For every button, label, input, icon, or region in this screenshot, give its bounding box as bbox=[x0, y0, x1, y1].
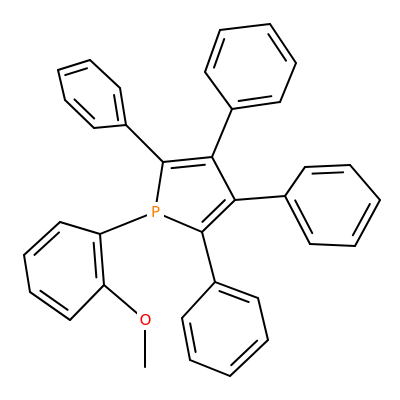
bond-P-e1 bbox=[99, 211, 156, 235]
bond-d6-d1 bbox=[214, 281, 259, 299]
bond-a6-a1 bbox=[119, 87, 127, 126]
oxygen-atom-label: O bbox=[140, 311, 152, 329]
bond-C5-d1 bbox=[201, 231, 216, 283]
bond-b5-b6 bbox=[279, 62, 297, 103]
bond-C2-C3 bbox=[162, 156, 213, 163]
bond-d4-d5-double bbox=[230, 339, 259, 367]
bond-a5-a6 bbox=[89, 59, 121, 89]
bond-e4-e5 bbox=[29, 291, 71, 321]
bond-c3-c4 bbox=[349, 164, 381, 201]
bond-e5-e6 bbox=[69, 284, 105, 321]
bond-C2-a1 bbox=[125, 124, 164, 163]
bond-c2-c3-double bbox=[311, 171, 345, 175]
bond-e2-e3 bbox=[23, 221, 61, 256]
bond-d3-d4 bbox=[189, 359, 231, 377]
bond-d2-d3 bbox=[181, 317, 191, 361]
bond-a4-a5-double bbox=[64, 67, 88, 77]
bond-a4-a5 bbox=[57, 59, 91, 71]
oxygen-label-bg bbox=[137, 310, 154, 330]
bond-e3-e4 bbox=[23, 254, 31, 293]
bond-b2-b3-double bbox=[212, 38, 226, 69]
bond-a3-a4 bbox=[57, 69, 66, 101]
bond-d2-d3-double bbox=[189, 322, 197, 353]
bond-b2-b3 bbox=[204, 29, 221, 73]
bond-e6-e1 bbox=[99, 233, 105, 286]
bond-a6-a1-double bbox=[113, 94, 120, 122]
bond-a2-a3 bbox=[64, 99, 95, 129]
bond-c2-c3 bbox=[304, 164, 351, 168]
bond-lines bbox=[23, 23, 381, 377]
bond-c1-c2 bbox=[284, 166, 306, 197]
bond-d4-d5 bbox=[229, 339, 269, 377]
bond-b3-b4 bbox=[219, 23, 271, 31]
bond-b1-b2 bbox=[204, 71, 233, 110]
bond-e6-e1-double bbox=[92, 241, 98, 279]
bond-b4-b5-double bbox=[267, 33, 288, 62]
bond-C4-C5-double bbox=[201, 199, 226, 223]
bond-c4-c5 bbox=[354, 199, 381, 247]
bond-c6-c1-double bbox=[294, 199, 314, 235]
bond-d5-d6 bbox=[257, 297, 269, 341]
phosphorus-atom-label: P bbox=[151, 203, 160, 221]
bond-e4-e5-double bbox=[39, 289, 69, 311]
bond-c4-c5-double bbox=[351, 203, 371, 237]
bond-c6-c1 bbox=[284, 195, 311, 245]
bond-a1-a2 bbox=[93, 124, 127, 129]
phosphorus-label-bg bbox=[147, 202, 164, 222]
bond-d6-d1-double bbox=[218, 290, 250, 304]
bond-e1-e2 bbox=[59, 221, 101, 235]
bond-b6-b1 bbox=[231, 101, 281, 110]
bond-a2-a3-double bbox=[73, 98, 96, 120]
bond-b6-b1-double bbox=[237, 95, 273, 102]
bond-e2-e3-double bbox=[33, 231, 60, 256]
bond-C3-b1 bbox=[211, 108, 233, 158]
bond-b4-b5 bbox=[269, 23, 297, 64]
bond-C4-C5 bbox=[201, 199, 236, 233]
bond-C3-C4 bbox=[211, 156, 236, 201]
bond-d1-d2 bbox=[181, 281, 216, 319]
bond-C4-c1 bbox=[234, 195, 286, 201]
bond-c5-c6 bbox=[309, 243, 356, 247]
bond-C2-C3-double bbox=[170, 163, 206, 170]
